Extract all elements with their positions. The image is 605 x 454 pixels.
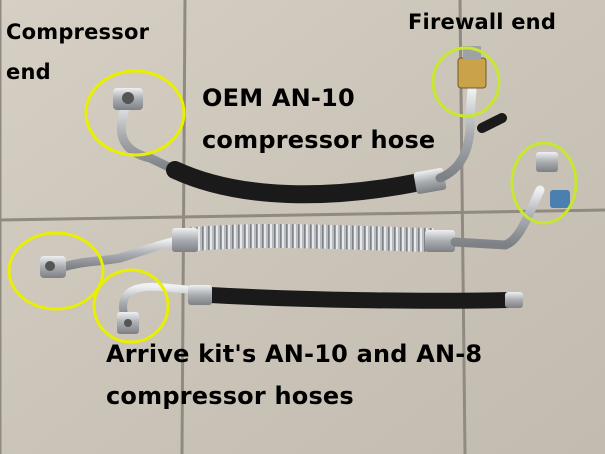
highlight-firewall-fittings <box>510 141 578 225</box>
kit-hoses-label-line2: compressor hoses <box>106 382 354 410</box>
firewall-end-label: Firewall end <box>408 10 557 34</box>
oem-hose-label: OEM AN-10 <box>202 84 355 112</box>
highlight-compressor-end <box>84 69 186 157</box>
compressor-end-label: Compressor <box>6 20 150 44</box>
highlight-kit-an10-end <box>7 231 105 311</box>
oem-hose-label-line2: compressor hose <box>202 126 436 154</box>
oem-compressor-hose <box>113 46 507 204</box>
kit-an10-hose <box>40 152 570 278</box>
highlight-firewall-end <box>431 46 501 118</box>
highlight-circles <box>7 46 578 344</box>
compressor-end-label-line2: end <box>6 60 51 84</box>
kit-an8-hose <box>117 282 544 334</box>
kit-hoses-label: Arrive kit's AN-10 and AN-8 <box>106 340 483 368</box>
highlight-kit-an8-end <box>92 268 170 344</box>
